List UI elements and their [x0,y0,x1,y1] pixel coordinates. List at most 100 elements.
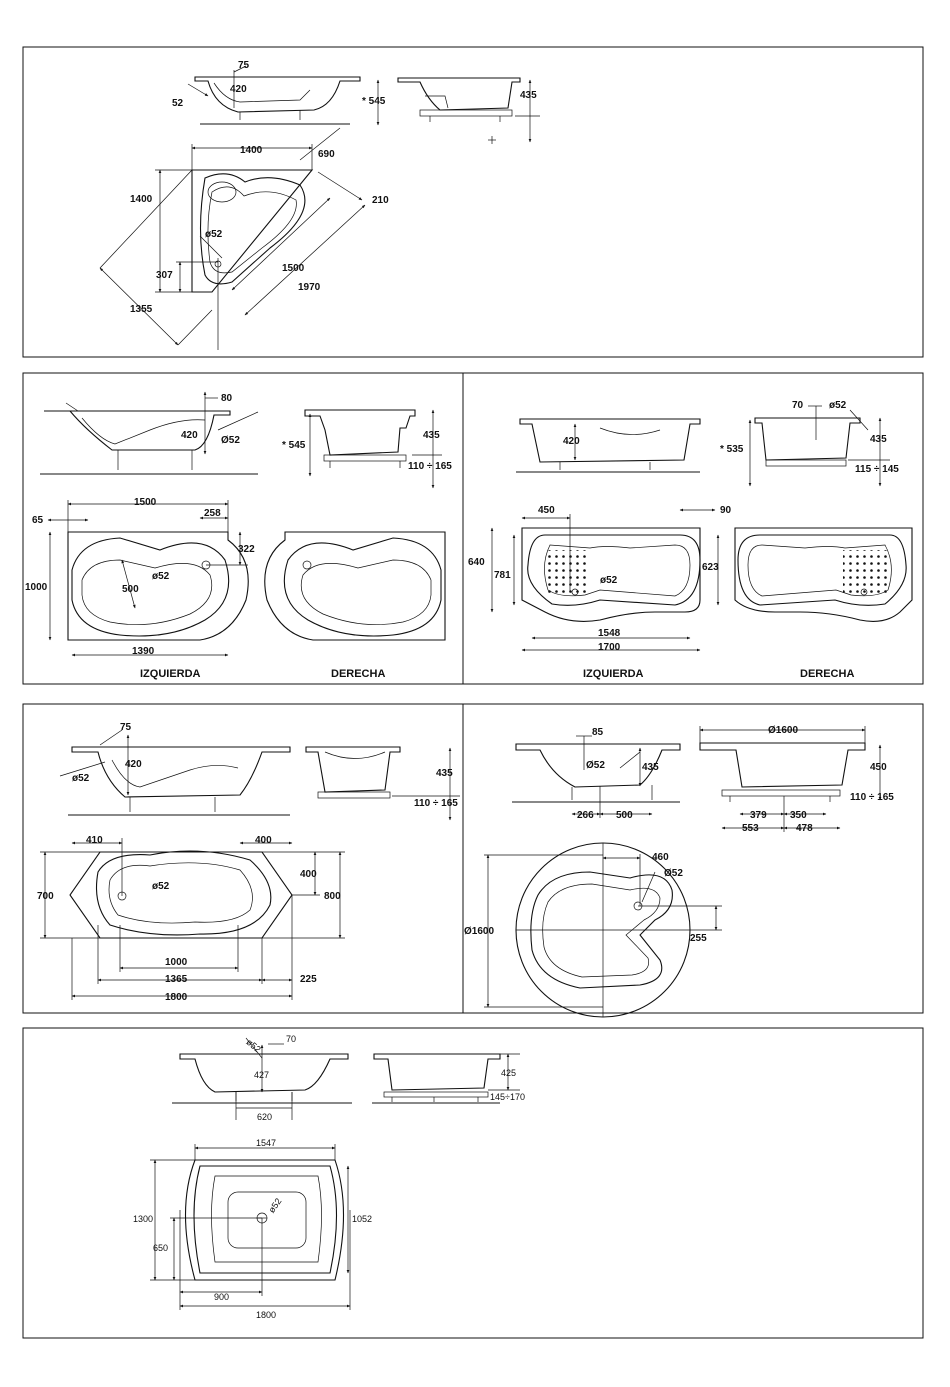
dim-110-165: 110 ÷ 165 [850,792,894,803]
dim-420: 420 [125,759,142,770]
dim-1970: 1970 [298,282,321,293]
panel-1800-bath: 75 420 ø52 435 110 ÷ 165 [22,703,464,1014]
panel-corner-bath: 75 420 52 * 545 435 [22,46,924,358]
dim-640: 640 [468,557,485,568]
dim-1800: 1800 [165,992,188,1003]
panel-frame [462,372,924,685]
bath1800-side-view-left: 75 420 ø52 [59,722,291,816]
dim-1400-left: 1400 [130,194,153,205]
bath1500-side-view-right: * 545 435 110 ÷ 165 [282,409,452,489]
dim-690: 690 [318,149,335,160]
dim-65: 65 [32,515,44,526]
rect-plan-view: 1547 1300 ø52 1052 650 900 1800 [133,1138,372,1320]
dim-435: 435 [520,90,537,101]
dim-110-165: 110 ÷ 165 [408,461,452,472]
dim-623: 623 [702,562,719,573]
dim-400-right: 400 [300,869,317,880]
dim-460: 460 [652,852,669,863]
round-side-view-right: Ø1600 450 110 ÷ 165 379 350 553 478 [699,725,894,834]
dim-52: Ø52 [586,760,605,771]
dim-620: 620 [257,1112,272,1122]
dim-1500: 1500 [282,263,305,274]
bath1700-side-view-left: 420 [516,418,701,473]
caption-derecha: DERECHA [800,668,854,680]
dim-225: 225 [300,974,317,985]
dim-435: 435 [642,762,659,773]
dim-545: * 545 [282,440,306,451]
dim-52: ø52 [205,229,223,240]
panel-round-bath: 85 Ø52 435 266 500 Ø1600 450 110 ÷ 165 3… [462,703,924,1018]
bath1800-plan-view: 410 400 700 ø52 400 800 1000 1365 225 18… [37,835,345,1003]
dim-650: 650 [153,1243,168,1253]
panel-frame [22,1027,924,1339]
dim-427: 427 [254,1070,269,1080]
dim-435: 435 [870,434,887,445]
dim-210: 210 [372,195,389,206]
bath1500-plan-izquierda: 65 1500 258 322 1000 ø52 500 1390 IZQUIE… [25,497,255,680]
panel-frame [22,46,924,358]
dim-1700: 1700 [598,642,621,653]
dim-450: 450 [870,762,887,773]
dim-52: Ø52 [664,868,683,879]
dim-1000: 1000 [165,957,188,968]
dim-145-170: 145÷170 [490,1092,525,1102]
panel-1700-bath: 420 70 ø52 * 535 435 115 ÷ 145 [462,372,924,685]
bath1700-plan-derecha: DERECHA [734,527,913,680]
bath1700-plan-izquierda: 450 90 640 781 623 ø52 1548 1700 IZQUIER… [468,505,732,680]
dim-478: 478 [796,823,813,834]
dim-350: 350 [790,810,807,821]
dim-379: 379 [750,810,767,821]
dim-322: 322 [238,544,255,555]
dim-1390: 1390 [132,646,155,657]
round-side-view-left: 85 Ø52 435 266 500 [512,727,681,821]
dim-420: 420 [181,430,198,441]
dim-80: 80 [221,393,233,404]
dim-266: 266 [577,810,594,821]
panel-frame [22,372,464,685]
dim-450: 450 [538,505,555,516]
dim-255: 255 [690,933,707,944]
dim-420: 420 [563,436,580,447]
dim-545: * 545 [362,96,386,107]
dim-70: 70 [286,1034,296,1044]
dim-435: 435 [436,768,453,779]
dim-1600: Ø1600 [464,926,494,937]
dim-1548: 1548 [598,628,621,639]
dim-1600: Ø1600 [768,725,798,736]
dim-900: 900 [214,1292,229,1302]
dim-425: 425 [501,1068,516,1078]
dim-52: ø52 [266,1196,283,1214]
dim-258: 258 [204,508,221,519]
round-plan-view: 460 Ø52 Ø1600 255 [464,842,722,1018]
dim-307: 307 [156,270,173,281]
corner-side-view-right: * 545 435 [362,77,540,144]
dim-410: 410 [86,835,103,846]
bath1800-side-view-right: 435 110 ÷ 165 [305,746,460,821]
dim-75: 75 [238,60,250,71]
dim-1365: 1365 [165,974,188,985]
dim-1800: 1800 [256,1310,276,1320]
dim-435: 435 [423,430,440,441]
dim-800: 800 [324,891,341,902]
corner-plan-view: 1400 690 1400 210 ø52 1500 307 1970 1355 [99,127,389,350]
bath1500-side-view-left: 80 420 Ø52 [40,391,259,475]
dim-70: 70 [792,400,804,411]
dim-52: ø52 [600,575,618,586]
dim-781: 781 [494,570,511,581]
dim-52: ø52 [152,571,170,582]
dim-400-top: 400 [255,835,272,846]
caption-izquierda: IZQUIERDA [583,668,644,680]
caption-derecha: DERECHA [331,668,385,680]
dim-500: 500 [616,810,633,821]
dim-52: ø52 [72,773,90,784]
dim-90: 90 [720,505,732,516]
dim-700: 700 [37,891,54,902]
dim-1052: 1052 [352,1214,372,1224]
corner-side-view-left: 75 420 52 [172,60,361,125]
dim-553: 553 [742,823,759,834]
bath1700-side-view-right: 70 ø52 * 535 435 115 ÷ 145 [720,400,899,487]
dim-110-165: 110 ÷ 165 [414,798,458,809]
dim-1000: 1000 [25,582,48,593]
dim-1355: 1355 [130,304,153,315]
